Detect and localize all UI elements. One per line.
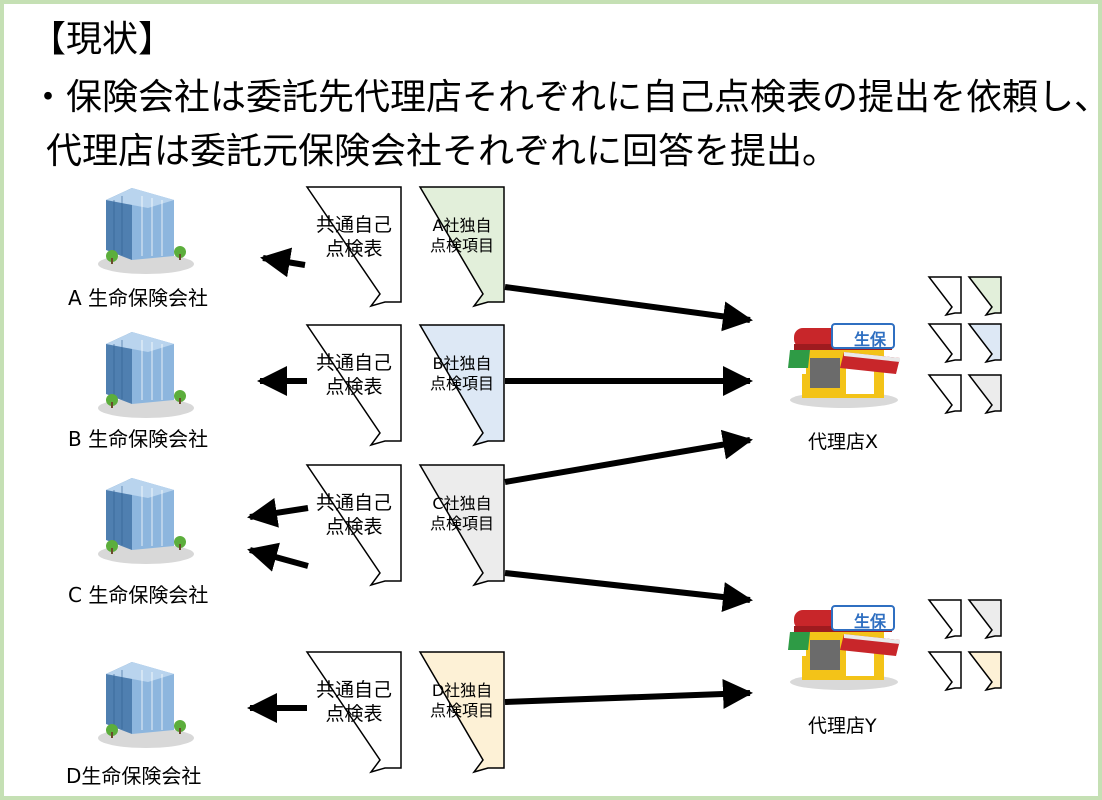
mini-doc-x-common-1 bbox=[927, 276, 962, 317]
own-doc-d-line1: D社独自 bbox=[431, 681, 493, 700]
own-doc-b-line2: 点検項目 bbox=[429, 374, 494, 393]
building-icon-a bbox=[97, 187, 195, 275]
own-doc-d-text: D社独自 点検項目 bbox=[420, 681, 504, 721]
building-icon-c bbox=[97, 477, 195, 565]
building-icon-b bbox=[97, 331, 195, 419]
own-doc-c bbox=[418, 464, 505, 587]
own-doc-b-text: B社独自 点検項目 bbox=[420, 354, 504, 394]
own-doc-d bbox=[418, 651, 505, 774]
common-doc-d bbox=[305, 651, 402, 774]
common-doc-c-line1: 共通自己 bbox=[315, 492, 392, 514]
common-doc-d-line2: 点検表 bbox=[325, 702, 383, 725]
own-doc-b-line1: B社独自 bbox=[432, 354, 492, 373]
mini-doc-x-common-2 bbox=[927, 323, 962, 364]
mini-doc-y-common-1 bbox=[927, 599, 962, 640]
heading: 【現状】 bbox=[30, 19, 175, 60]
description-line-1: ・保険会社は委託先代理店それぞれに自己点検表の提出を依頼し、 bbox=[30, 77, 1102, 118]
common-doc-c-line2: 点検表 bbox=[325, 515, 383, 538]
own-doc-d-line2: 点検項目 bbox=[429, 701, 494, 720]
common-doc-b bbox=[305, 324, 402, 447]
company-label-b: B 生命保険会社 bbox=[68, 427, 209, 451]
own-doc-b bbox=[418, 324, 505, 447]
own-doc-a bbox=[418, 186, 505, 308]
arrow-d-to-agency-y bbox=[504, 679, 753, 709]
common-doc-a-line1: 共通自己 bbox=[315, 214, 392, 236]
mini-doc-y-own-d bbox=[967, 651, 1002, 692]
common-doc-a-line2: 点検表 bbox=[325, 237, 383, 260]
arrow-to-company-a bbox=[260, 247, 306, 278]
building-icon-d bbox=[97, 661, 195, 749]
arrow-to-company-c-2 bbox=[247, 542, 309, 572]
mini-doc-y-common-2 bbox=[927, 651, 962, 692]
arrow-a-to-agency-x bbox=[504, 284, 753, 332]
common-doc-b-line1: 共通自己 bbox=[315, 352, 392, 374]
mini-doc-x-own-c bbox=[967, 374, 1002, 415]
own-doc-c-text: C社独自 点検項目 bbox=[420, 494, 504, 534]
common-doc-c bbox=[305, 464, 402, 587]
common-doc-d-text: 共通自己 点検表 bbox=[307, 679, 401, 727]
mini-doc-x-own-a bbox=[967, 276, 1002, 317]
agency-label-y: 代理店Y bbox=[808, 715, 877, 737]
agency-x-sign: 生保 bbox=[854, 330, 887, 349]
mini-doc-y-own-c bbox=[967, 599, 1002, 640]
own-doc-c-line2: 点検項目 bbox=[429, 514, 494, 533]
agency-y-sign: 生保 bbox=[854, 612, 887, 631]
company-label-d: D生命保険会社 bbox=[66, 764, 202, 788]
description-line-2: 代理店は委託元保険会社それぞれに回答を提出。 bbox=[46, 131, 839, 172]
common-doc-c-text: 共通自己 点検表 bbox=[307, 492, 401, 540]
common-doc-d-line1: 共通自己 bbox=[315, 679, 392, 701]
own-doc-a-line1: A社独自 bbox=[432, 216, 492, 235]
arrow-c-to-agency-y bbox=[504, 570, 753, 612]
common-doc-b-text: 共通自己 点検表 bbox=[307, 352, 401, 400]
arrow-c-to-agency-x bbox=[504, 429, 753, 485]
own-doc-a-text: A社独自 点検項目 bbox=[420, 216, 504, 256]
company-label-a: A 生命保険会社 bbox=[68, 286, 209, 310]
own-doc-a-line2: 点検項目 bbox=[429, 236, 494, 255]
common-doc-a bbox=[305, 186, 402, 308]
arrow-to-company-c-1 bbox=[247, 498, 309, 528]
company-label-c: C 生命保険会社 bbox=[68, 583, 209, 607]
agency-label-x: 代理店X bbox=[808, 431, 879, 453]
own-doc-c-line1: C社独自 bbox=[432, 494, 492, 513]
mini-doc-x-common-3 bbox=[927, 374, 962, 415]
common-doc-a-text: 共通自己 点検表 bbox=[307, 214, 401, 262]
mini-doc-x-own-b bbox=[967, 323, 1002, 364]
common-doc-b-line2: 点検表 bbox=[325, 375, 383, 398]
